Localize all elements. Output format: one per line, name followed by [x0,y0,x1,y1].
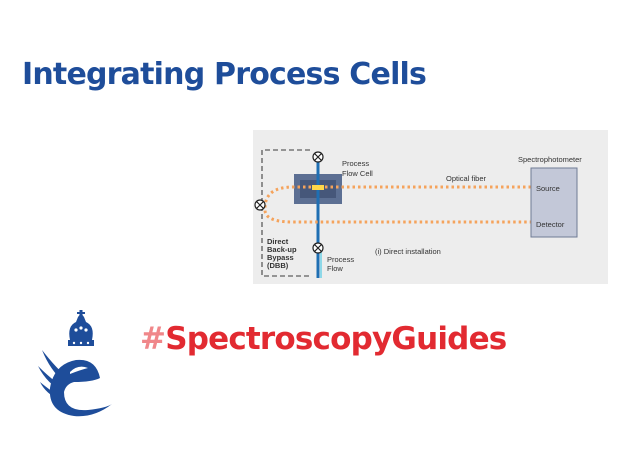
bypass-label-line4: (DBB) [267,261,289,270]
valve-icon[interactable] [312,242,324,254]
spectrophotometer-box [530,167,578,238]
source-label: Source [536,184,560,193]
optical-fiber [263,185,531,224]
spectroscopy-guides-hashtag[interactable]: #SpectroscopyGuides [140,321,507,357]
spectrophotometer-label: Spectrophotometer [518,155,582,164]
bypass-label-line2: Back-up [267,245,297,254]
installation-caption: (i) Direct installation [375,247,441,256]
detector-label: Detector [536,220,565,229]
process-cell-diagram: Process Flow Cell Optical fiber Spectrop… [253,130,608,284]
optical-fiber-label: Optical fiber [446,174,487,183]
flow-cell-label-line2: Flow Cell [342,169,373,178]
flow-cell-label-line1: Process [342,159,369,168]
cell-window [312,185,324,190]
hashtag-text: SpectroscopyGuides [165,321,507,357]
bypass-line [261,149,310,277]
valve-icon[interactable] [312,151,324,163]
bypass-label-line1: Direct [267,237,289,246]
process-flow-label-line2: Flow [327,264,343,273]
bypass-label-line3: Bypass [267,253,294,262]
process-flow-label-line1: Process [327,255,354,264]
hashtag-symbol: # [140,321,166,357]
valve-icon[interactable] [254,199,266,211]
queens-award-crown-icon [38,310,112,417]
page-title: Integrating Process Cells [22,57,427,92]
